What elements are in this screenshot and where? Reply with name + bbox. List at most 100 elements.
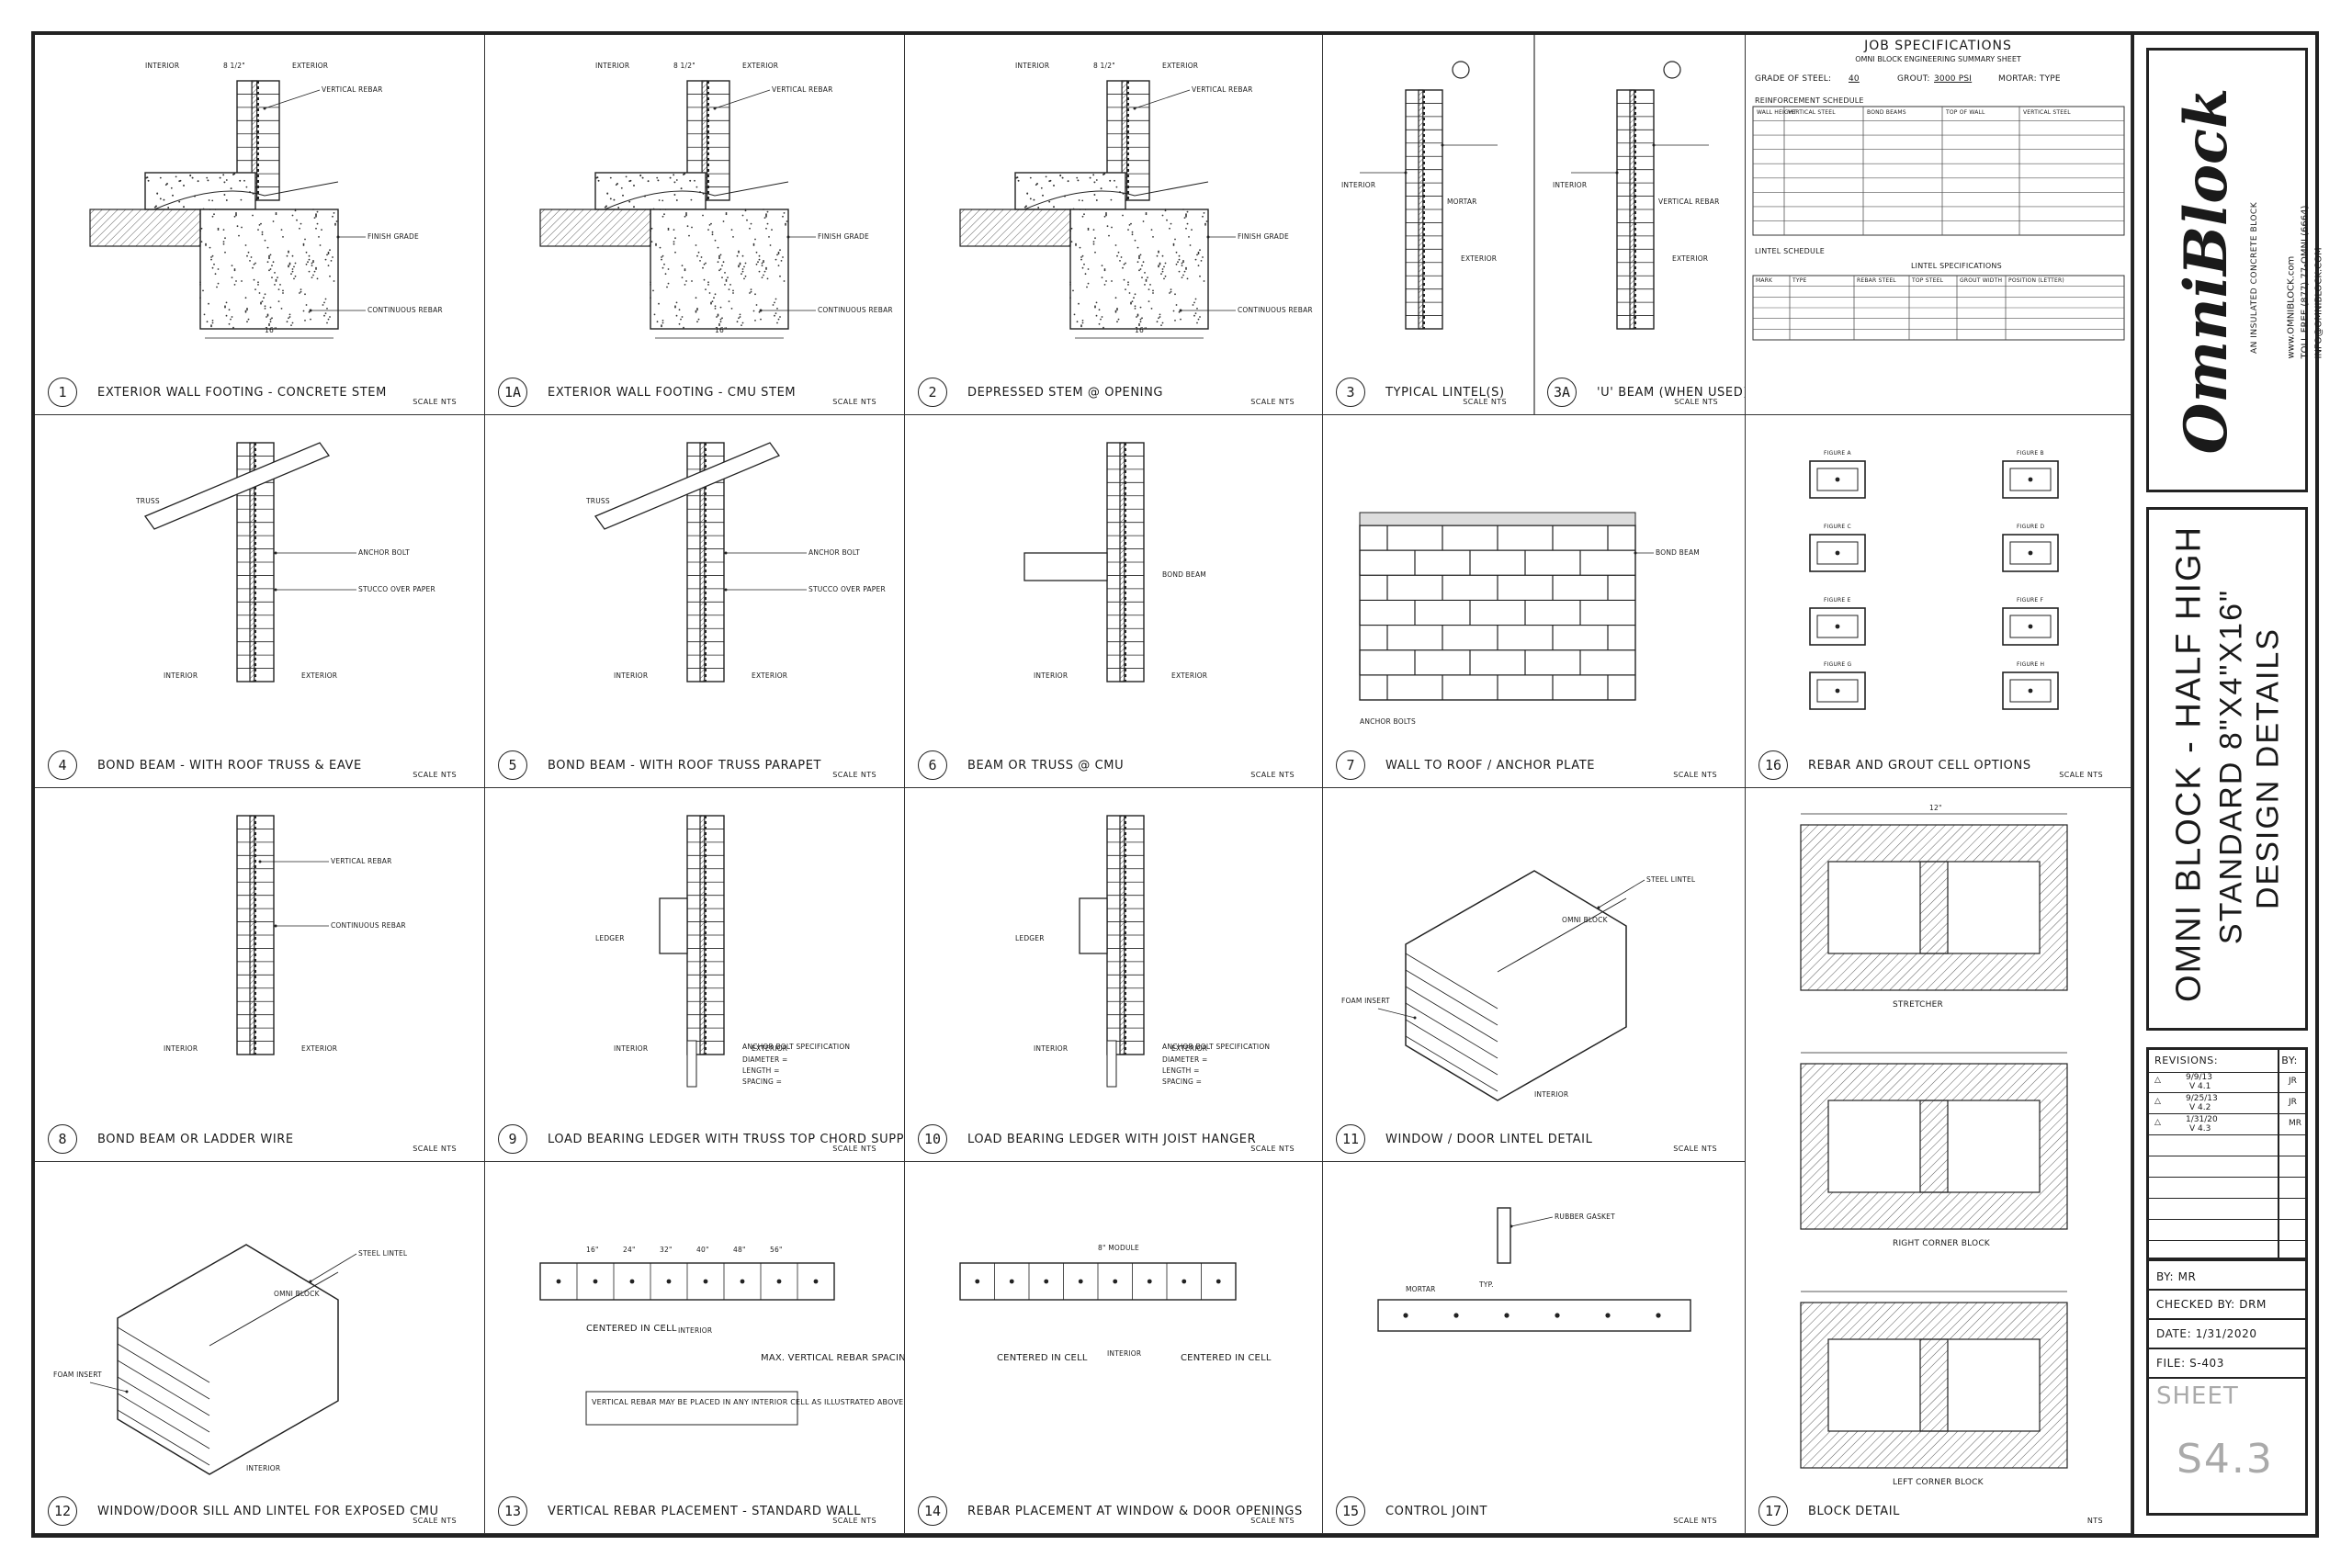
callout-label: Continuous Rebar (368, 306, 443, 314)
detail-title: Load Bearing Ledger with Truss Top Chord… (548, 1133, 905, 1146)
revision-version: V 4.1 (2189, 1082, 2211, 1091)
revision-row: △ 9/9/13 V 4.1 JR (2149, 1072, 2305, 1093)
detail-title: Window/Door Sill and Lintel for Exposed … (97, 1505, 439, 1518)
logo-tagline: An Insulated Concrete Block (2250, 201, 2259, 354)
callout-label: Rubber Gasket (1555, 1213, 1615, 1221)
callout-label: Mortar (1447, 197, 1477, 206)
detail-title: Window / Door Lintel Detail (1385, 1133, 1593, 1146)
detail-scale: SCALE NTS (1250, 398, 1295, 406)
dimension-label: 8 1/2" (223, 62, 245, 70)
detail-title-bar: 5 Bond Beam - With Roof Truss Parapet SC… (485, 745, 904, 787)
detail-title-bar: 8 Bond Beam or Ladder Wire SCALE NTS (35, 1119, 484, 1161)
dimension-label: 8" Module (1098, 1244, 1139, 1252)
detail-scale: SCALE NTS (1250, 1145, 1295, 1153)
detail-scale: SCALE NTS (1673, 1517, 1717, 1525)
detail-cell: 12 Window/Door Sill and Lintel for Expos… (35, 1162, 485, 1534)
callout-label: Vertical Rebar (772, 85, 833, 94)
interior-label: Interior (1107, 1349, 1142, 1358)
figure-label: Figure F (2017, 597, 2044, 604)
grout-value: 3000 PSI (1934, 74, 1973, 84)
dimension-label: 8 1/2" (673, 62, 695, 70)
dimension-label: 16" (265, 326, 277, 334)
callout-label: Spacing = (742, 1077, 783, 1086)
revision-delta-icon: △ (2154, 1076, 2161, 1085)
callout-label: Continuous Rebar (818, 306, 893, 314)
detail-drawing (959, 1262, 1237, 1301)
callout-label: Mortar (1406, 1285, 1436, 1293)
detail-title: Depressed Stem @ Opening (967, 386, 1164, 400)
revision-row-empty (2149, 1178, 2305, 1199)
file-field: File: S-403 (2156, 1357, 2225, 1370)
interior-label: Interior (595, 62, 630, 70)
detail-scale: SCALE NTS (832, 1517, 876, 1525)
detail-title: Bond Beam or Ladder Wire (97, 1133, 294, 1146)
detail-title: Exterior Wall Footing - Concrete Stem (97, 386, 387, 400)
revision-row: △ 9/25/13 V 4.2 JR (2149, 1093, 2305, 1114)
detail-title-bar: 12 Window/Door Sill and Lintel for Expos… (35, 1491, 484, 1533)
exterior-label: Exterior (301, 1044, 338, 1053)
detail-drawing (1023, 442, 1145, 682)
callout-label: Vertical Rebar (331, 857, 392, 865)
callout-label: Finish Grade (818, 232, 869, 241)
callout-label: Steel Lintel (358, 1249, 408, 1258)
detail-title-bar: 14 Rebar Placement at Window & Door Open… (905, 1491, 1322, 1533)
callout-label: Length = (742, 1066, 780, 1075)
revisions-table: Revisions: By: △ 9/9/13 V 4.1 JR△ 9/25/1… (2146, 1047, 2308, 1260)
exterior-label: Exterior (292, 62, 329, 70)
detail-drawing (236, 815, 329, 1055)
dimension-label: 8 1/2" (1093, 62, 1115, 70)
detail-cell: 6 Beam or Truss @ CMU SCALE NTSInteriorE… (905, 415, 1323, 788)
sign-off-block: By: MR Checked By: DRM Date: 1/31/2020 F… (2146, 1258, 2308, 1516)
reinforcement-header: Bond Beams (1867, 109, 1906, 116)
detail-number-bubble: 3 (1336, 378, 1365, 407)
detail-title-bar: 13 Vertical Rebar Placement - Standard W… (485, 1491, 904, 1533)
job-spec-title: Job Specifications (1864, 39, 2012, 53)
detail-drawing (539, 1262, 835, 1426)
detail-number-bubble: 4 (48, 750, 77, 780)
drawing-sheet-frame (31, 31, 2319, 1538)
sheet-heading: Design Details (2250, 627, 2286, 909)
exterior-label: Exterior (301, 671, 338, 680)
callout-label: Vertical Rebar (322, 85, 383, 94)
job-specifications-panel: Job Specifications Omni Block Engineerin… (1746, 35, 2132, 415)
mortar-label: Mortar: Type (1998, 74, 2061, 84)
checked-by: Checked By: DRM (2156, 1298, 2267, 1311)
callout-label: Finish Grade (1238, 232, 1289, 241)
callout-label: Bond Beam (1656, 548, 1700, 557)
callout-label: Anchor Bolt (808, 548, 860, 557)
dimension-label: 16" (1135, 326, 1148, 334)
detail-number-bubble: 6 (918, 750, 947, 780)
revision-delta-icon: △ (2154, 1097, 2161, 1106)
detail-title: Bond Beam - With Roof Truss & Eave (97, 759, 362, 773)
sheet-number: S4.3 (2177, 1436, 2274, 1483)
detail-cell: 5 Bond Beam - With Roof Truss Parapet SC… (485, 415, 905, 788)
title-block (2132, 31, 2319, 1538)
callout-label: Centered in Cell (586, 1324, 677, 1334)
callout-label: Truss (586, 497, 610, 505)
interior-label: Interior (1034, 671, 1069, 680)
detail-drawing (89, 1244, 357, 1475)
date-field: Date: 1/31/2020 (2156, 1327, 2257, 1340)
detail-number-bubble: 11 (1336, 1124, 1365, 1154)
detail-cell: 13 Vertical Rebar Placement - Standard W… (485, 1162, 905, 1534)
product-size: Standard 8"x4"x16" (2213, 588, 2249, 945)
callout-label: Continuous Rebar (1238, 306, 1313, 314)
detail-number-bubble: 16 (1758, 750, 1788, 780)
exterior-label: Exterior (1171, 671, 1208, 680)
revision-date: 9/25/13 (2186, 1094, 2218, 1103)
callout-label: Centered in Cell (997, 1353, 1088, 1363)
interior-label: Interior (164, 671, 198, 680)
interior-label: Interior (1341, 181, 1376, 189)
lintel-header: Grout Width (1960, 277, 2003, 284)
detail-number-bubble: 7 (1336, 750, 1365, 780)
detail-number-bubble: 1 (48, 378, 77, 407)
detail-number-bubble: 5 (498, 750, 527, 780)
detail-number-bubble: 15 (1336, 1496, 1365, 1526)
callout-label: Length = (1162, 1066, 1200, 1075)
spacing-label: 48" (733, 1246, 746, 1254)
figure-label: Figure A (1824, 450, 1851, 457)
revision-row-empty (2149, 1156, 2305, 1178)
detail-title: Bond Beam - With Roof Truss Parapet (548, 759, 822, 773)
detail-scale: SCALE NTS (1674, 398, 1718, 406)
omniblock-wordmark: OmniBlock (2172, 87, 2241, 455)
